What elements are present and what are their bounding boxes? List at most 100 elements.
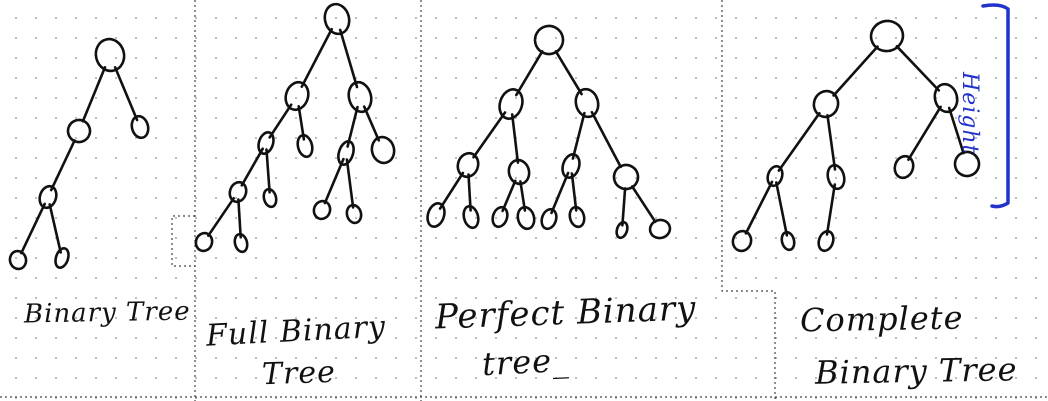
tree-edge [362,105,381,142]
tree-node [612,163,640,191]
tree-edge [113,66,139,122]
tree-node [953,150,981,178]
tree-node [54,247,70,269]
tree-node [94,37,126,73]
tree-edge [345,158,355,209]
tree-node [869,19,905,53]
label-full-binary-tree-line2: Tree [261,354,337,393]
tree-node [507,158,531,186]
tree-node [731,229,753,253]
tree-node [491,205,509,229]
tree-edge [554,50,583,96]
tree-layer [8,2,981,271]
tree-node [780,230,796,252]
tree-edge [571,111,586,160]
tree-node [893,154,915,180]
tree-edge [895,44,941,92]
tree-node [323,2,351,36]
tree-node [456,151,480,179]
tree-node [337,140,355,166]
tree-node [540,207,558,231]
tree-node [345,203,363,225]
tree-node [462,204,480,230]
tree-edge [570,172,578,212]
tree-node [574,87,600,119]
tree-node [370,135,396,165]
tree-node [66,118,92,144]
tree-edge [514,50,544,97]
tree-edge [237,198,242,239]
divider-line [171,215,195,267]
tree-edge [268,103,293,139]
tree-node [766,164,784,188]
tree-edge [207,197,235,237]
tree-edge [19,202,47,255]
tree-edge [338,28,359,89]
tree-node [233,232,249,254]
tree-edge [300,27,334,88]
tree-edge [777,112,821,172]
tree-node [130,114,150,140]
tree-edge [323,157,345,205]
tree-edge [438,171,465,210]
height-bracket [981,3,1010,209]
tree-node [615,220,629,240]
tree-edge [621,187,627,227]
tree-node [194,231,214,253]
tree-edge [826,114,837,171]
tree-node [296,133,314,159]
tree-node [347,80,373,114]
tree-edge [519,180,527,212]
tree-diagram-4 [731,19,981,253]
tree-node [228,180,248,204]
tree-edge [467,173,472,212]
tree-node [826,163,846,191]
tree-node [8,249,28,271]
tree-edge [630,185,657,224]
tree-diagram-1 [8,37,150,271]
tree-edge [472,111,507,159]
tree-diagram-2 [194,2,396,254]
tree-edge [48,203,63,254]
tree-diagram-3 [426,24,672,240]
tree-node [561,153,581,179]
divider-line [721,0,776,401]
tree-edge [907,105,942,161]
tree-edge [744,180,774,235]
label-complete-binary-tree-line1: Complete [799,298,964,340]
tree-edge [297,105,306,141]
tree-node [933,82,959,114]
tree-edge [832,45,879,97]
tree-node [568,205,586,229]
tree-node [38,184,58,210]
tree-node [516,205,536,231]
tree-node [257,131,275,155]
tree-edge [774,181,789,237]
tree-edge [825,183,837,236]
tree-node [533,24,565,56]
tree-node [312,199,332,221]
tree-edge [265,148,271,194]
tree-edge [550,171,570,215]
tree-edge [501,179,517,213]
tree-edge [49,139,76,192]
tree-node [284,80,310,112]
tree-edge [510,113,520,164]
tree-edge [947,106,965,155]
tree-node [426,202,446,228]
tree-node [817,229,835,253]
tree-node [812,89,840,119]
label-perfect-binary-tree-line2: tree_ [481,340,570,384]
tree-node [648,218,672,240]
tree-edge [81,66,107,123]
tree-edge [346,105,359,148]
label-binary-tree: Binary Tree [23,296,191,330]
tree-edge [240,147,265,187]
tree-node [498,88,524,120]
tree-edge [590,110,623,169]
label-complete-binary-tree-line2: Binary Tree [814,350,1018,392]
tree-node [262,187,278,209]
height-annotation: Height [957,72,982,155]
